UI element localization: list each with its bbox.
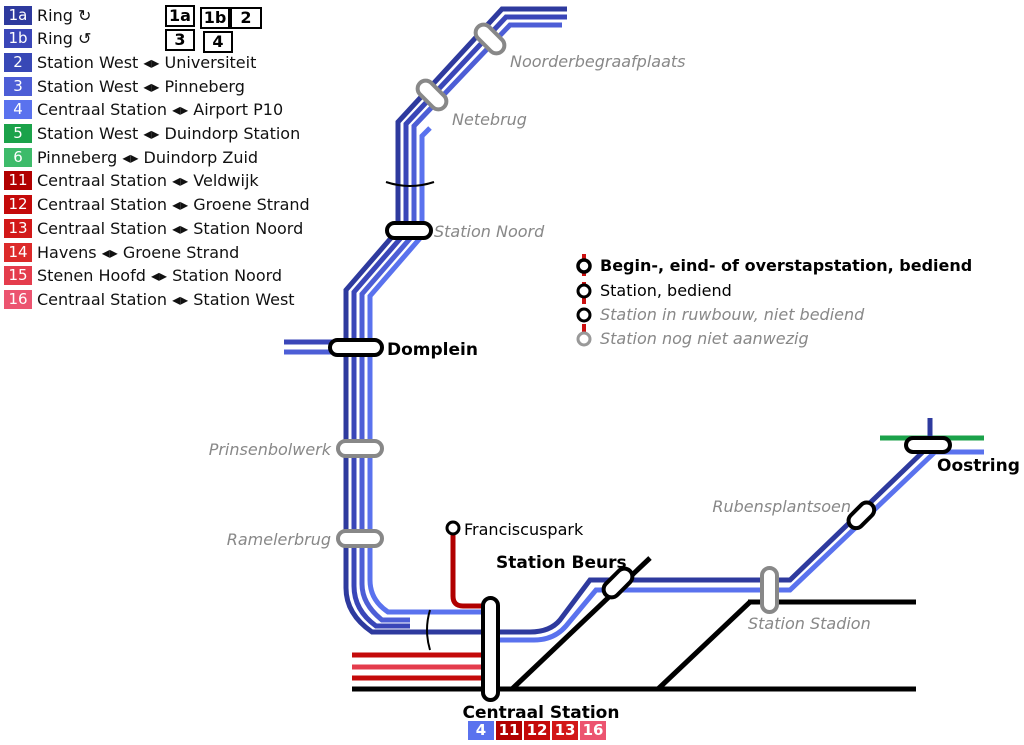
line-badge-12: 12 xyxy=(4,195,32,215)
key-begin-eind: Begin-, eind- of overstapstation, bedien… xyxy=(600,256,973,275)
legend-text-1b: Ring ↺ xyxy=(37,29,92,49)
station-marker-station-noord xyxy=(385,221,433,240)
station-marker-domplein xyxy=(328,338,384,357)
station-marker-stadion xyxy=(760,566,779,614)
label-centraal-station: Centraal Station xyxy=(463,703,620,723)
red-lines-west xyxy=(352,652,490,681)
station-marker-franciscuspark xyxy=(445,520,461,536)
legend-text-13: Centraal Station ◂▸ Station Noord xyxy=(37,218,304,238)
station-marker-prinsenbolwerk xyxy=(336,439,384,458)
red-line-franciscuspark xyxy=(450,528,490,609)
centraal-badge-11: 11 xyxy=(496,721,522,740)
service-box-1b: 1b xyxy=(200,7,230,29)
station-marker-netebrug xyxy=(415,78,449,112)
key-markers xyxy=(576,254,592,352)
station-marker-rubensplantsoen xyxy=(846,500,877,531)
label-station-beurs: Station Beurs xyxy=(496,553,627,573)
label-station-noord: Station Noord xyxy=(434,222,545,241)
line-badge-16: 16 xyxy=(4,289,32,309)
key-station-bediend: Station, bediend xyxy=(600,281,732,300)
legend-text-1a: Ring ↻ xyxy=(37,5,92,25)
line-badge-1b: 1b xyxy=(4,29,32,49)
service-box-4: 4 xyxy=(203,31,233,53)
line-badge-4: 4 xyxy=(4,100,32,120)
key-ruwbouw: Station in ruwbouw, niet bediend xyxy=(600,305,865,324)
label-netebrug: Netebrug xyxy=(452,110,527,129)
station-marker-ramelerbrug xyxy=(336,529,384,548)
line-badge-5: 5 xyxy=(4,124,32,143)
label-prinsenbolwerk: Prinsenbolwerk xyxy=(209,440,332,459)
key-niet-aanwezig: Station nog niet aanwezig xyxy=(600,329,809,348)
centraal-badge-13: 13 xyxy=(552,721,578,740)
rail-diagonal-stadion xyxy=(656,600,752,691)
line-badge-3: 3 xyxy=(4,76,32,96)
station-marker-centraal xyxy=(481,596,500,702)
legend-text-4: Centraal Station ◂▸ Airport P10 xyxy=(37,100,284,120)
label-noorderbegraafplaats: Noorderbegraafplaats xyxy=(510,52,686,71)
station-markers xyxy=(328,22,952,702)
service-box-1a: 1a xyxy=(165,5,195,27)
line-badge-15: 15 xyxy=(4,266,32,286)
line-badge-2: 2 xyxy=(4,52,32,72)
line-badge-13: 13 xyxy=(4,218,32,238)
legend-text-3: Station West ◂▸ Pinneberg xyxy=(37,76,245,96)
legend-row-5: 5 Station West ◂▸ Duindorp Station xyxy=(4,123,300,145)
centraal-badge-12: 12 xyxy=(524,721,550,740)
line-badge-6: 6 xyxy=(4,147,32,167)
label-ramelerbrug: Ramelerbrug xyxy=(227,530,331,549)
legend-text-5: Station West ◂▸ Duindorp Station xyxy=(37,124,301,143)
station-marker-beurs xyxy=(601,566,635,600)
blue-lines xyxy=(284,6,984,643)
line-badge-11: 11 xyxy=(4,171,32,191)
legend-text-2: Station West ◂▸ Universiteit xyxy=(37,52,257,72)
tunnel-mark-centraal xyxy=(426,609,431,651)
legend-text-15: Stenen Hoofd ◂▸ Station Noord xyxy=(37,266,283,286)
label-franciscuspark: Franciscuspark xyxy=(464,520,584,539)
service-box-2: 2 xyxy=(230,7,262,29)
centraal-badge-16: 16 xyxy=(580,721,606,740)
service-box-3: 3 xyxy=(165,29,195,51)
line-badge-1a: 1a xyxy=(4,5,32,25)
legend-text-11: Centraal Station ◂▸ Veldwijk xyxy=(37,171,259,191)
legend-text-12: Centraal Station ◂▸ Groene Strand xyxy=(37,195,310,215)
legend-text-14: Havens ◂▸ Groene Strand xyxy=(37,242,240,262)
station-marker-oostring xyxy=(904,436,952,454)
station-marker-noorderbegraafplaats xyxy=(473,22,507,56)
legend-text-6: Pinneberg ◂▸ Duindorp Zuid xyxy=(37,147,259,167)
centraal-badge-4: 4 xyxy=(468,721,494,740)
label-domplein: Domplein xyxy=(387,340,478,360)
legend-text-16: Centraal Station ◂▸ Station West xyxy=(37,289,295,309)
label-oostring: Oostring xyxy=(937,456,1020,476)
label-rubensplantsoen: Rubensplantsoen xyxy=(712,497,851,516)
line-badge-14: 14 xyxy=(4,242,32,262)
tunnel-mark-noord xyxy=(385,181,435,187)
label-station-stadion: Station Stadion xyxy=(748,614,871,633)
